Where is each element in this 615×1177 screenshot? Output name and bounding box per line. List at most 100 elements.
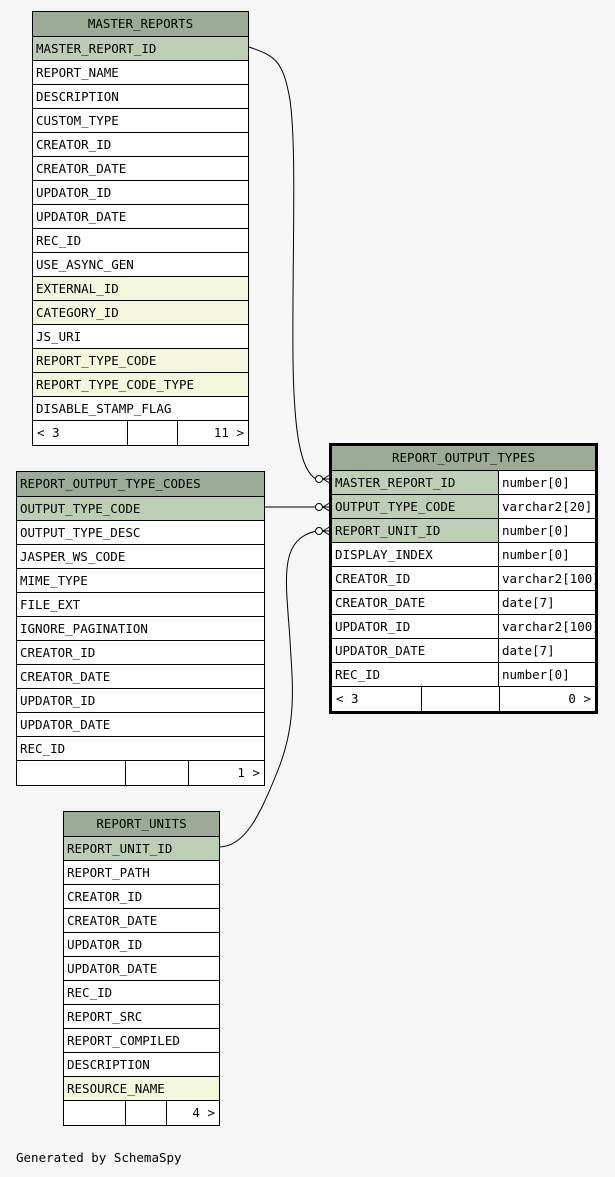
table-column-row[interactable]: CREATOR_DATE xyxy=(17,665,264,689)
table-column-row[interactable]: DISABLE_STAMP_FLAG xyxy=(33,397,248,421)
column-name: DISPLAY_INDEX xyxy=(335,547,433,562)
column-name: REPORT_UNIT_ID xyxy=(335,523,441,538)
table-column-row[interactable]: REPORT_NAME xyxy=(33,61,248,85)
column-name: REC_ID xyxy=(20,741,66,756)
column-name: CREATOR_DATE xyxy=(36,161,127,176)
table-column-row[interactable]: DESCRIPTION xyxy=(64,1053,219,1077)
column-type: number[0] xyxy=(498,543,595,566)
footer-middle-count[interactable] xyxy=(126,761,189,785)
table-column-row[interactable]: CREATOR_DATE xyxy=(64,909,219,933)
table-column-row[interactable]: CREATOR_ID xyxy=(17,641,264,665)
column-name: OUTPUT_TYPE_CODE xyxy=(335,499,456,514)
column-type: number[0] xyxy=(498,471,595,494)
column-name: UPDATOR_DATE xyxy=(36,209,127,224)
footer-children-count[interactable]: 11 > xyxy=(213,425,244,440)
footer-middle-count[interactable] xyxy=(126,1101,167,1125)
column-name: CREATOR_DATE xyxy=(67,913,158,928)
column-name: CREATOR_DATE xyxy=(335,595,426,610)
column-type: number[0] xyxy=(498,519,595,542)
table-column-row[interactable]: UPDATOR_ID xyxy=(64,933,219,957)
table-column-row[interactable]: REC_ID xyxy=(33,229,248,253)
table-column-row[interactable]: UPDATOR_DATE xyxy=(17,713,264,737)
footer-middle-count[interactable] xyxy=(422,687,500,711)
table-column-row[interactable]: DISPLAY_INDEX number[0] xyxy=(332,543,595,567)
table-column-row[interactable]: RESOURCE_NAME xyxy=(64,1077,219,1101)
column-name: REPORT_SRC xyxy=(67,1009,143,1024)
column-name: UPDATOR_DATE xyxy=(20,717,111,732)
table-column-row[interactable]: MASTER_REPORT_ID xyxy=(33,37,248,61)
column-name: REC_ID xyxy=(67,985,113,1000)
column-name: UPDATOR_ID xyxy=(67,937,143,952)
table-column-row[interactable]: REC_ID number[0] xyxy=(332,663,595,687)
table-column-row[interactable]: UPDATOR_ID xyxy=(17,689,264,713)
column-name: REPORT_COMPILED xyxy=(67,1033,180,1048)
footer-parents-count[interactable] xyxy=(64,1101,126,1125)
footer-children-count[interactable]: 0 > xyxy=(568,691,591,706)
table-column-row[interactable]: CATEGORY_ID xyxy=(33,301,248,325)
table-column-row[interactable]: UPDATOR_DATE xyxy=(33,205,248,229)
table-column-row[interactable]: EXTERNAL_ID xyxy=(33,277,248,301)
column-name: OUTPUT_TYPE_DESC xyxy=(20,525,141,540)
column-name: CREATOR_ID xyxy=(335,571,411,586)
table-column-row[interactable]: JASPER_WS_CODE xyxy=(17,545,264,569)
table-title[interactable]: REPORT_OUTPUT_TYPE_CODES xyxy=(17,472,264,497)
column-type: varchar2[20] xyxy=(498,495,595,518)
column-name: CATEGORY_ID xyxy=(36,305,119,320)
table-column-row[interactable]: MIME_TYPE xyxy=(17,569,264,593)
table-title[interactable]: MASTER_REPORTS xyxy=(33,12,248,37)
optional-marker xyxy=(315,475,323,483)
table-column-row[interactable]: JS_URI xyxy=(33,325,248,349)
table-column-row[interactable]: CREATOR_ID xyxy=(64,885,219,909)
footer-parents-count[interactable]: < 3 xyxy=(33,421,128,445)
column-name: REPORT_TYPE_CODE_TYPE xyxy=(36,377,195,392)
table-column-row[interactable]: REC_ID xyxy=(17,737,264,761)
column-type: varchar2[100] xyxy=(498,567,595,590)
table-column-row[interactable]: REC_ID xyxy=(64,981,219,1005)
table-column-row[interactable]: CREATOR_ID varchar2[100] xyxy=(332,567,595,591)
column-name: DISABLE_STAMP_FLAG xyxy=(36,401,172,416)
table-column-row[interactable]: CREATOR_ID xyxy=(33,133,248,157)
table-column-row[interactable]: USE_ASYNC_GEN xyxy=(33,253,248,277)
table-column-row[interactable]: REPORT_UNIT_ID xyxy=(64,837,219,861)
column-name: REC_ID xyxy=(335,667,381,682)
table-column-row[interactable]: CUSTOM_TYPE xyxy=(33,109,248,133)
table-column-row[interactable]: UPDATOR_DATE xyxy=(64,957,219,981)
table-column-row[interactable]: OUTPUT_TYPE_DESC xyxy=(17,521,264,545)
table-column-row[interactable]: OUTPUT_TYPE_CODE varchar2[20] xyxy=(332,495,595,519)
table-column-row[interactable]: REPORT_UNIT_ID number[0] xyxy=(332,519,595,543)
table-column-row[interactable]: CREATOR_DATE xyxy=(33,157,248,181)
table-title[interactable]: REPORT_UNITS xyxy=(64,812,219,837)
column-name: OUTPUT_TYPE_CODE xyxy=(20,501,141,516)
column-name: CUSTOM_TYPE xyxy=(36,113,119,128)
table-column-row[interactable]: OUTPUT_TYPE_CODE xyxy=(17,497,264,521)
footer-parents-count[interactable]: < 3 xyxy=(332,687,422,711)
table-column-row[interactable]: REPORT_COMPILED xyxy=(64,1029,219,1053)
column-name: MIME_TYPE xyxy=(20,573,88,588)
footer-children-count[interactable]: 4 > xyxy=(192,1105,215,1120)
footer-parents-count[interactable] xyxy=(17,761,126,785)
table-column-row[interactable]: REPORT_SRC xyxy=(64,1005,219,1029)
table-column-row[interactable]: REPORT_TYPE_CODE xyxy=(33,349,248,373)
footer-children-count[interactable]: 1 > xyxy=(237,765,260,780)
column-type: number[0] xyxy=(498,663,595,686)
table-title[interactable]: REPORT_OUTPUT_TYPES xyxy=(332,446,595,471)
table-column-row[interactable]: UPDATOR_ID xyxy=(33,181,248,205)
column-name: UPDATOR_ID xyxy=(20,693,96,708)
table-report-output-type-codes[interactable]: REPORT_OUTPUT_TYPE_CODES OUTPUT_TYPE_CODE… xyxy=(16,471,265,786)
table-column-row[interactable]: REPORT_TYPE_CODE_TYPE xyxy=(33,373,248,397)
column-name: JS_URI xyxy=(36,329,82,344)
column-name: CREATOR_ID xyxy=(20,645,96,660)
table-column-row[interactable]: REPORT_PATH xyxy=(64,861,219,885)
footer-middle-count[interactable] xyxy=(128,421,178,445)
table-column-row[interactable]: DESCRIPTION xyxy=(33,85,248,109)
table-column-row[interactable]: FILE_EXT xyxy=(17,593,264,617)
generated-by-footer: Generated by SchemaSpy xyxy=(16,1150,182,1165)
table-column-row[interactable]: IGNORE_PAGINATION xyxy=(17,617,264,641)
